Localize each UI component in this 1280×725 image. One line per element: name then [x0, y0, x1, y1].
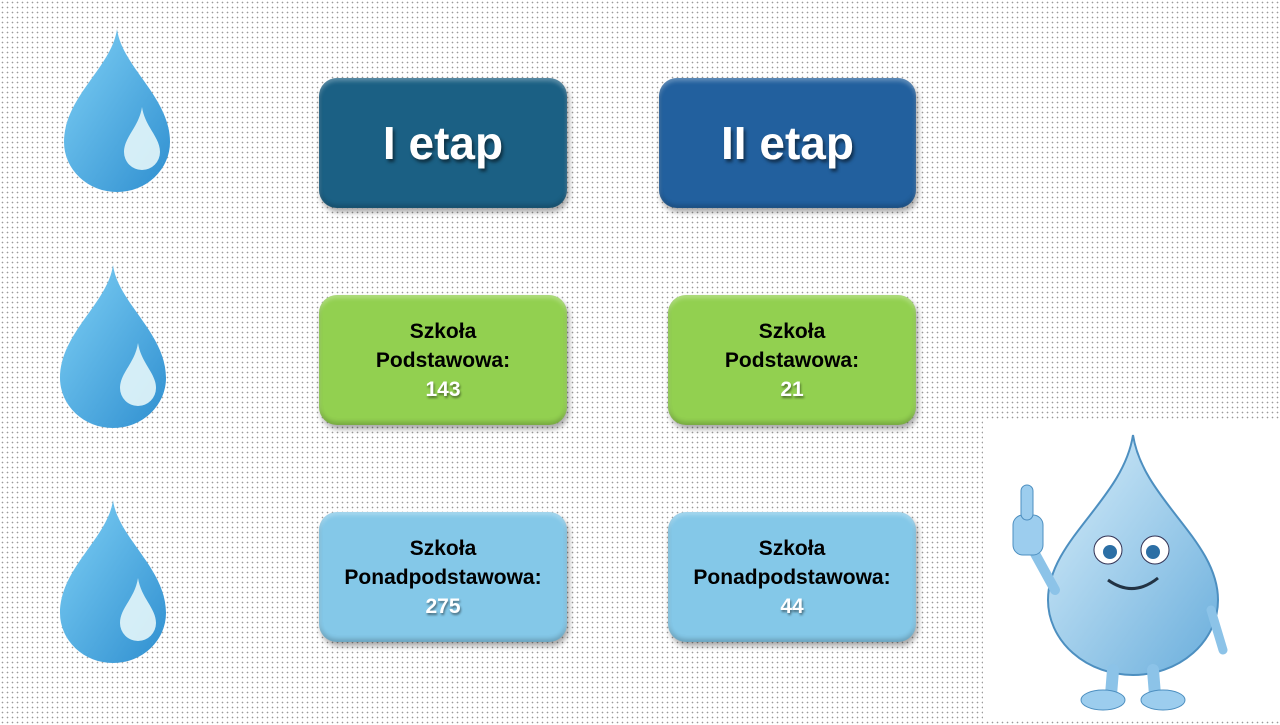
stage-1-header: I etap — [319, 78, 567, 208]
water-drop-icon — [58, 263, 168, 428]
count: 21 — [780, 377, 804, 401]
water-drop-icon — [62, 27, 172, 192]
count: 275 — [425, 594, 461, 618]
water-drop-icon — [58, 498, 168, 663]
count: 44 — [780, 594, 804, 618]
stage-2-header: II etap — [659, 78, 916, 208]
count: 143 — [425, 377, 461, 401]
water-drop-mascot — [983, 420, 1280, 720]
